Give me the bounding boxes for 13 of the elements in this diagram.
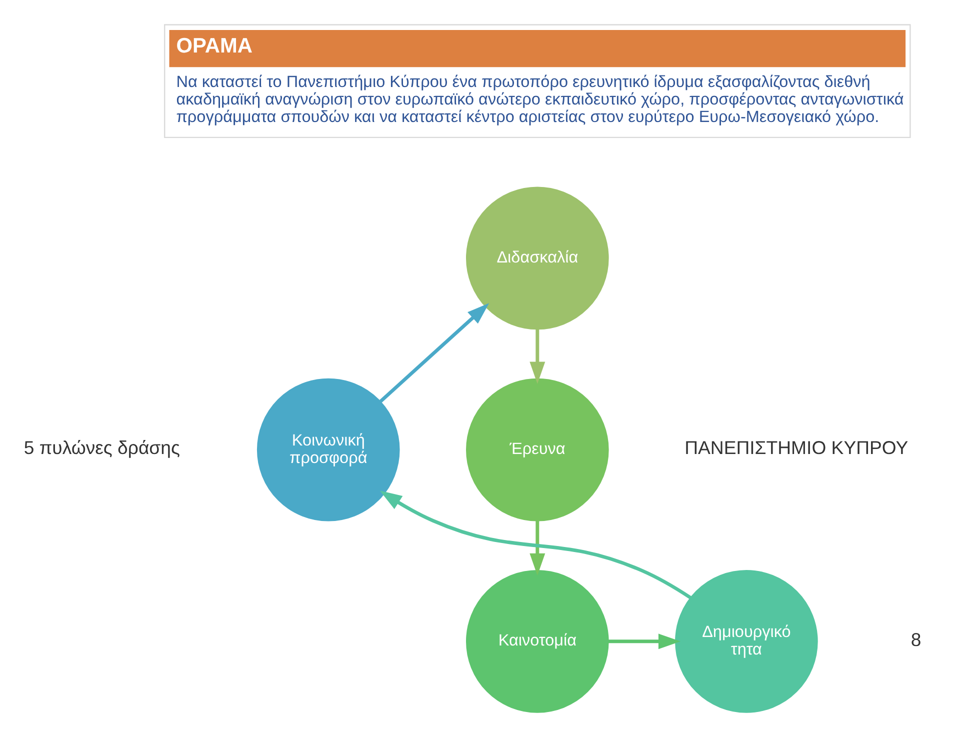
arrow [529,520,545,576]
arrow [608,634,680,650]
arrow [378,303,489,403]
node-circle: Δημιουργικό τητα [674,570,818,713]
node-circle: Έρευνα [465,378,608,522]
arrow [529,329,545,384]
node-box: ΟΡΑΜΑ Να καταστεί το Πανεπιστήμιο Κύπρου ένα πρωτοπόρο ερευνητικό ίδρυμα εξασφαλίζοντας διεθνή ακαδημαϊκή αναγνώριση στον ευρωπαϊκό ανώτερο εκπαιδευτικό χώρο, προσφέροντας ανταγωνιστικά προγράμματα σπουδών και να καταστεί κέντρο αριστείας στον ευρύτερο Ευρω-Μεσογειακό χώρο. [164,24,910,138]
node-circle: Κοινωνική προσφορά [256,378,400,522]
label: ΠΑΝΕΠΙΣΤΗΜΙΟ ΚΥΠΡΟΥ [684,437,908,458]
label: 8 [910,628,921,650]
node-circle: Καινοτομία [465,570,608,713]
label: 5 πυλώνες δράσης [23,437,180,458]
arrow [379,490,691,600]
